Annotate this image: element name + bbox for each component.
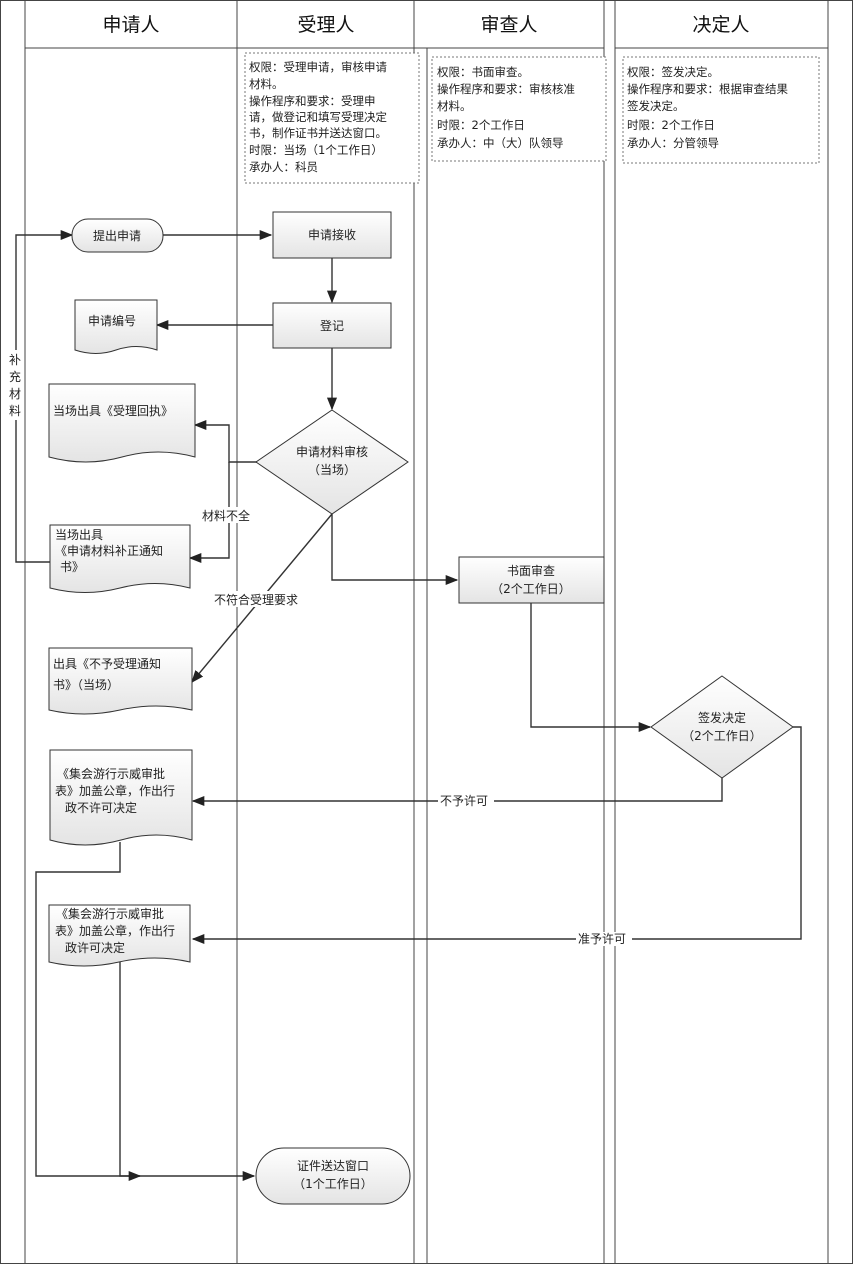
submit-node bbox=[71, 218, 164, 253]
svg-text:材: 材 bbox=[9, 387, 21, 401]
reviewer-note bbox=[431, 56, 607, 162]
sign-diamond bbox=[650, 675, 794, 779]
decider-note bbox=[622, 56, 820, 164]
reject-notice-label-1: 出具《不予受理通知 bbox=[53, 657, 161, 671]
grant-decision-doc bbox=[48, 904, 191, 967]
deny-decision-doc bbox=[49, 749, 193, 846]
deny-label: 不予许可 bbox=[440, 794, 488, 808]
register-node bbox=[272, 302, 392, 349]
edge-sign-to-grant bbox=[191, 726, 802, 945]
grant-decision-label-3: 政许可决定 bbox=[65, 940, 125, 955]
lane-title-reviewer: 审查人 bbox=[480, 14, 537, 36]
svg-text:承办人：分管领导: 承办人：分管领导 bbox=[627, 136, 719, 150]
svg-text:料: 料 bbox=[9, 404, 21, 418]
decider-note-text: 权限：签发决定。 操作程序和要求：根据审查结果 签发决定。 时限：2个工作日 承… bbox=[627, 65, 788, 150]
edge-review-to-written bbox=[331, 514, 459, 586]
reject-notice-doc bbox=[48, 647, 193, 715]
grant-label-bg bbox=[576, 932, 632, 946]
reviewer-note-text: 权限：书面审查。 操作程序和要求：审核核准 材料。 时限：2个工作日 承办人：中… bbox=[437, 65, 575, 150]
edge-review-to-supplement bbox=[188, 462, 230, 564]
svg-text:时限：当场（1个工作日）: 时限：当场（1个工作日） bbox=[249, 143, 383, 157]
svg-text:权限：书面审查。: 权限：书面审查。 bbox=[437, 65, 529, 79]
receipt-label: 当场出具《受理回执》 bbox=[53, 404, 173, 418]
svg-text:承办人：中（大）队领导: 承办人：中（大）队领导 bbox=[437, 136, 564, 150]
app-number-doc bbox=[74, 299, 158, 354]
deliver-label-1: 证件送达窗口 bbox=[297, 1158, 369, 1173]
sign-label-1: 签发决定 bbox=[698, 710, 746, 725]
incomplete-label-bg bbox=[200, 507, 256, 523]
lane-title-applicant: 申请人 bbox=[102, 14, 159, 36]
sign-label-2: （2个工作日） bbox=[682, 729, 762, 743]
svg-text:书，制作证书并送达窗口。: 书，制作证书并送达窗口。 bbox=[249, 126, 387, 140]
edge-written-to-sign bbox=[530, 603, 652, 733]
svg-text:权限：签发决定。: 权限：签发决定。 bbox=[627, 65, 719, 79]
submit-label: 提出申请 bbox=[93, 228, 141, 243]
receipt-doc bbox=[48, 383, 196, 463]
receive-node bbox=[272, 211, 392, 259]
edge-sign-to-deny bbox=[191, 778, 723, 807]
review-label-2: （当场） bbox=[308, 463, 356, 477]
written-review-label-2: （2个工作日） bbox=[491, 582, 571, 596]
deny-label-bg bbox=[438, 794, 494, 808]
supplement-label-2: 《申请材料补正通知 bbox=[55, 544, 163, 558]
not-meet-label: 不符合受理要求 bbox=[214, 592, 298, 607]
svg-text:操作程序和要求：受理申: 操作程序和要求：受理申 bbox=[249, 94, 376, 108]
written-review-node bbox=[458, 556, 605, 604]
edge-grant-to-deliver bbox=[119, 962, 142, 1182]
svg-text:时限：2个工作日: 时限：2个工作日 bbox=[437, 118, 525, 132]
edge-deny-to-deliver bbox=[35, 842, 256, 1182]
edge-review-to-receipt bbox=[193, 419, 257, 463]
supplement-label-bg bbox=[6, 350, 24, 420]
acceptor-note bbox=[244, 52, 420, 184]
grant-label: 准予许可 bbox=[578, 932, 626, 946]
written-review-label-1: 书面审查 bbox=[507, 563, 555, 578]
review-diamond bbox=[255, 409, 409, 515]
lane-title-acceptor: 受理人 bbox=[297, 14, 354, 36]
deny-decision-label-1: 《集会游行示威审批 bbox=[57, 766, 165, 781]
svg-text:补: 补 bbox=[9, 353, 21, 367]
svg-text:材料。: 材料。 bbox=[437, 99, 472, 113]
acceptor-note-text: 权限：受理申请，审核申请 材料。 操作程序和要求：受理申 请，做登记和填写受理决… bbox=[249, 60, 387, 174]
supplement-label-1: 当场出具 bbox=[55, 528, 103, 542]
receive-label: 申请接收 bbox=[308, 227, 356, 242]
svg-text:请，做登记和填写受理决定: 请，做登记和填写受理决定 bbox=[249, 110, 387, 124]
svg-text:承办人：科员: 承办人：科员 bbox=[249, 160, 318, 174]
svg-text:充: 充 bbox=[9, 369, 21, 384]
deny-decision-label-2: 表》加盖公章，作出行 bbox=[55, 783, 175, 798]
deny-decision-label-3: 政不许可决定 bbox=[65, 800, 137, 815]
svg-text:操作程序和要求：审核核准: 操作程序和要求：审核核准 bbox=[437, 82, 575, 96]
incomplete-label: 材料不全 bbox=[202, 508, 250, 523]
svg-text:签发决定。: 签发决定。 bbox=[627, 99, 685, 113]
svg-text:材料。: 材料。 bbox=[249, 77, 284, 91]
register-label: 登记 bbox=[320, 318, 344, 333]
grant-decision-label-1: 《集会游行示威审批 bbox=[56, 906, 164, 921]
supplement-materials-label: 补 充 材 料 bbox=[9, 353, 21, 418]
supplement-doc bbox=[49, 524, 191, 593]
not-meet-label-bg bbox=[212, 591, 308, 607]
reject-notice-label-2: 书》（当场） bbox=[53, 678, 119, 692]
svg-text:操作程序和要求：根据审查结果: 操作程序和要求：根据审查结果 bbox=[627, 82, 788, 96]
lane-title-decider: 决定人 bbox=[692, 14, 749, 36]
supplement-label-3: 书》 bbox=[60, 560, 84, 574]
deliver-label-2: （1个工作日） bbox=[293, 1177, 373, 1191]
svg-text:时限：2个工作日: 时限：2个工作日 bbox=[627, 118, 715, 132]
app-number-label: 申请编号 bbox=[88, 313, 136, 328]
deliver-node bbox=[255, 1147, 411, 1205]
grant-decision-label-2: 表》加盖公章，作出行 bbox=[55, 923, 175, 938]
review-label-1: 申请材料审核 bbox=[296, 444, 368, 459]
svg-text:权限：受理申请，审核申请: 权限：受理申请，审核申请 bbox=[249, 60, 387, 74]
